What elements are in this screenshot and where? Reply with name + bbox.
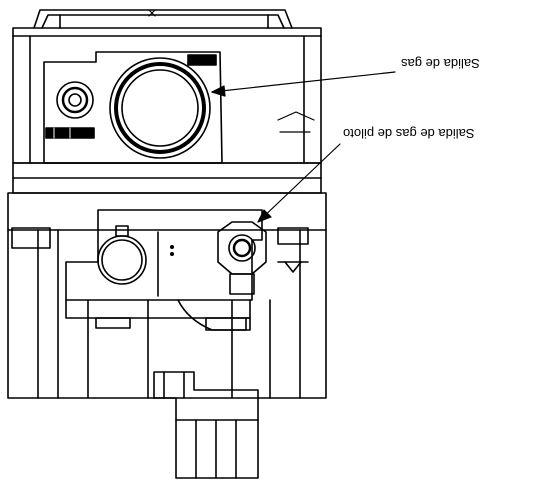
leader-lines xyxy=(211,71,396,223)
lower-body xyxy=(7,192,327,399)
gas-outlet-plate xyxy=(43,51,223,164)
bottom-stem xyxy=(153,371,259,479)
pilot-gas-outlet-fitting xyxy=(217,221,267,295)
pilot-gas-outlet-label: Salida de gas de piloto xyxy=(343,126,475,141)
gas-outlet-label-text: Salida de gas xyxy=(401,56,480,71)
pilot-gas-outlet-label-text: Salida de gas de piloto xyxy=(343,126,475,141)
top-cap xyxy=(33,9,293,29)
gas-outlet-label: Salida de gas xyxy=(401,56,480,71)
